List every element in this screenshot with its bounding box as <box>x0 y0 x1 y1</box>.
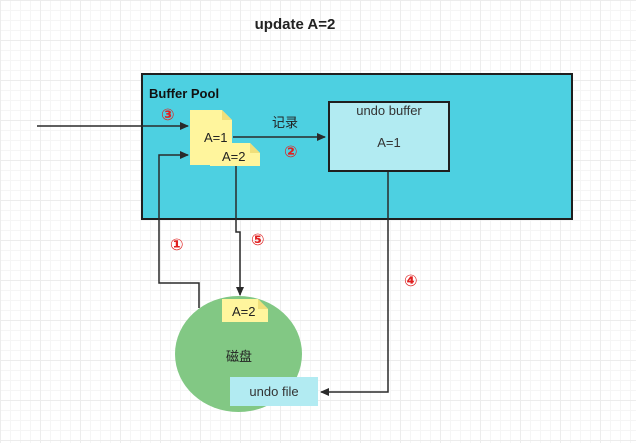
page-note-new-text: A=2 <box>222 149 246 164</box>
step-1-label: ① <box>170 235 184 254</box>
undo-file-box: undo file <box>230 377 318 406</box>
buffer-pool-label: Buffer Pool <box>149 86 220 101</box>
page-note-new <box>210 143 260 166</box>
undo-buffer-box <box>328 101 450 172</box>
step-3-label: ③ <box>161 105 175 124</box>
record-label: 记录 <box>272 115 298 130</box>
undo-buffer-title: undo buffer <box>356 103 422 118</box>
undo-buffer-to-undo-file-arrow <box>320 172 389 396</box>
diagram-title: update A=2 <box>254 16 336 33</box>
flush-to-disk-arrow <box>235 166 244 296</box>
disk-to-buffer-arrow <box>158 151 200 308</box>
disk-label: 磁盘 <box>226 349 253 364</box>
step-2-label: ② <box>284 142 298 161</box>
step-4-label: ④ <box>404 271 418 290</box>
page-note-old-text: A=1 <box>204 130 228 145</box>
step-5-label: ⑤ <box>251 230 265 249</box>
undo-buffer-value: A=1 <box>377 135 401 150</box>
disk-page-note <box>222 299 268 322</box>
disk-page-text: A=2 <box>232 304 256 319</box>
